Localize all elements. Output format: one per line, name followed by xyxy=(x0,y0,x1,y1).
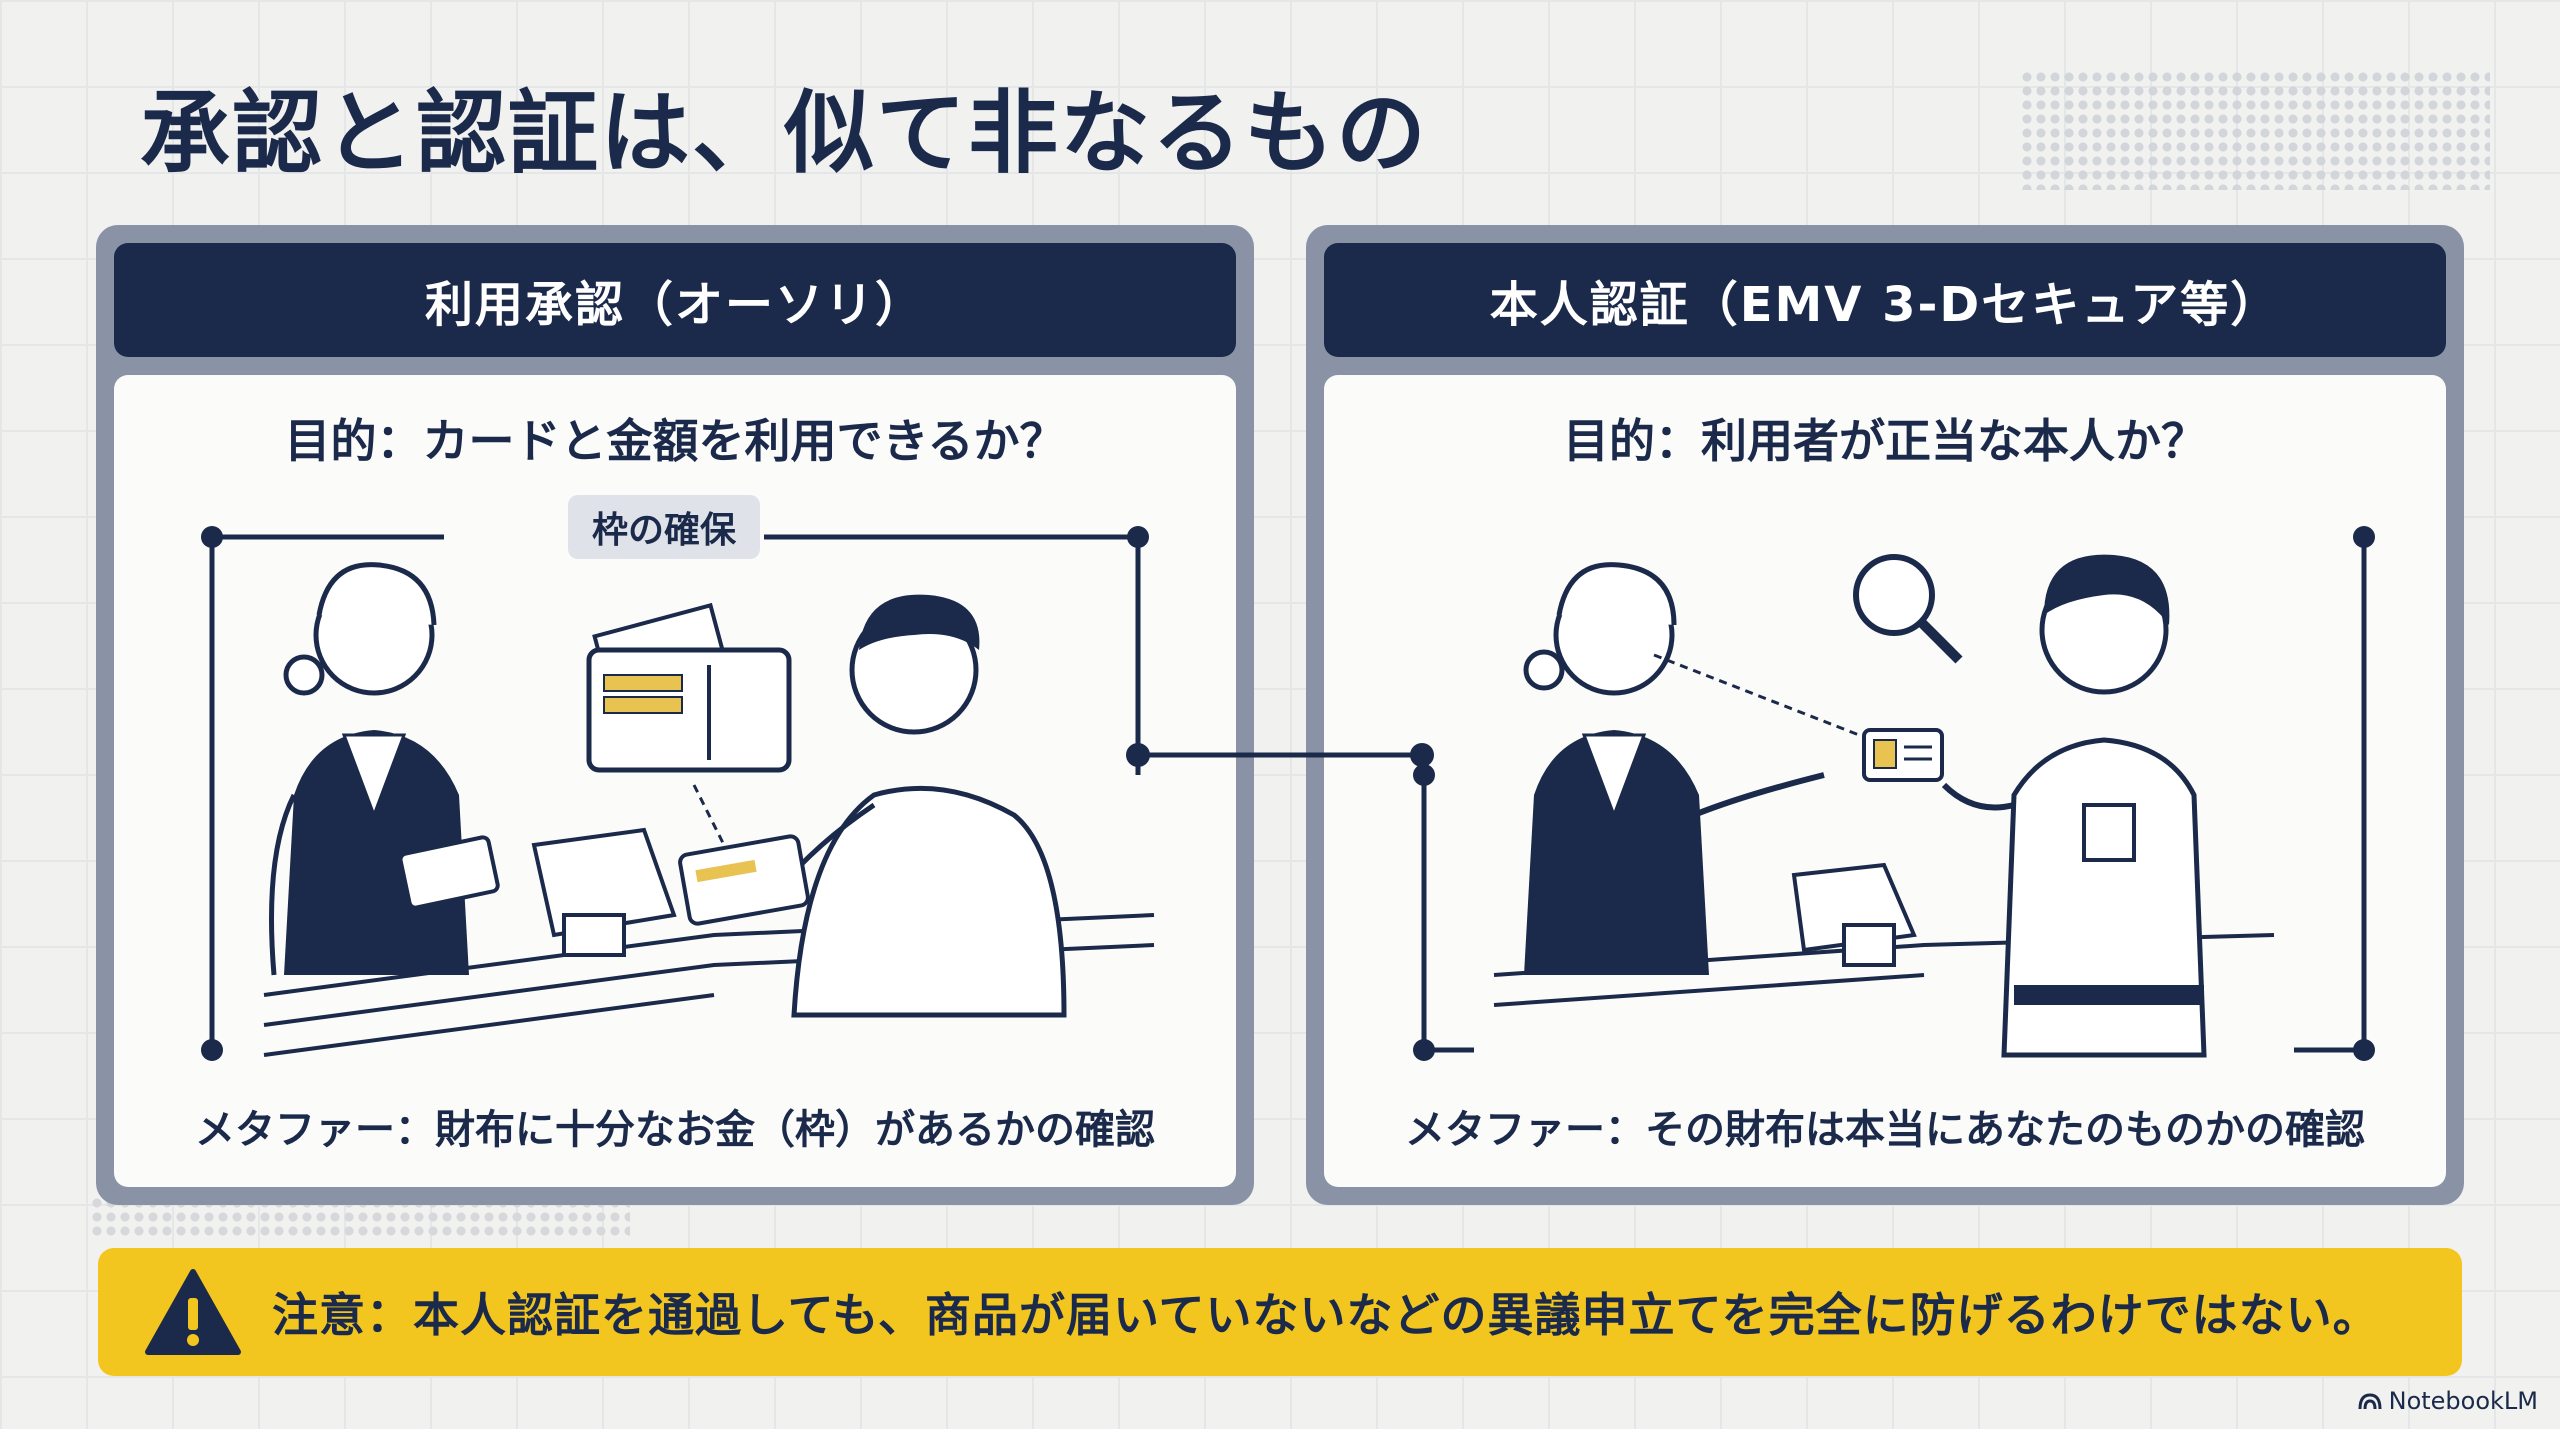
page-title: 承認と認証は、似て非なるもの xyxy=(140,81,1428,186)
warning-banner: 注意：本人認証を通過しても、商品が届いていないなどの異議申立てを完全に防げるわけ… xyxy=(98,1248,2462,1376)
authorization-header: 利用承認（オーソリ） xyxy=(114,243,1236,357)
customer-man-figure xyxy=(1941,554,2207,1058)
authorization-metaphor: メタファー：財布に十分なお金（枠）があるかの確認 xyxy=(195,1107,1155,1153)
id-card-icon xyxy=(1862,728,1944,782)
authentication-panel: 本人認証（EMV 3-Dセキュア等） 目的：利用者が正当な本人か？ xyxy=(1306,225,2464,1205)
authentication-body: 目的：利用者が正当な本人か？ xyxy=(1324,375,2446,1187)
identity-check-illustration xyxy=(1413,526,2375,1061)
authentication-metaphor: メタファー：その財布は本当にあなたのものかの確認 xyxy=(1405,1107,2365,1153)
magnifier-icon xyxy=(1853,554,1963,664)
cashier-wallet-illustration xyxy=(201,526,1155,1061)
warning-icon xyxy=(145,1269,241,1355)
reserve-limit-tag: 枠の確保 xyxy=(568,495,761,559)
authentication-header: 本人認証（EMV 3-Dセキュア等） xyxy=(1324,243,2446,357)
notebooklm-logo-icon xyxy=(2358,1393,2382,1410)
wallet-bubble xyxy=(586,602,792,846)
customer-figure xyxy=(678,594,1067,1018)
authentication-purpose: 目的：利用者が正当な本人か？ xyxy=(1563,414,2207,468)
brand-name: NotebookLM xyxy=(2388,1387,2538,1415)
decorative-dots xyxy=(2020,70,2490,190)
cashier-figure xyxy=(269,562,500,976)
authorization-panel: 利用承認（オーソリ） 目的：カードと金額を利用できるか？ xyxy=(96,225,1254,1205)
brand-mark: NotebookLM xyxy=(2357,1387,2538,1415)
authorization-purpose: 目的：カードと金額を利用できるか？ xyxy=(284,414,1066,468)
authorization-body: 目的：カードと金額を利用できるか？ xyxy=(114,375,1236,1187)
warning-text: 注意：本人認証を通過しても、商品が届いていないなどの異議申立てを完全に防げるわけ… xyxy=(272,1288,2380,1342)
clerk-figure xyxy=(1523,562,1860,975)
